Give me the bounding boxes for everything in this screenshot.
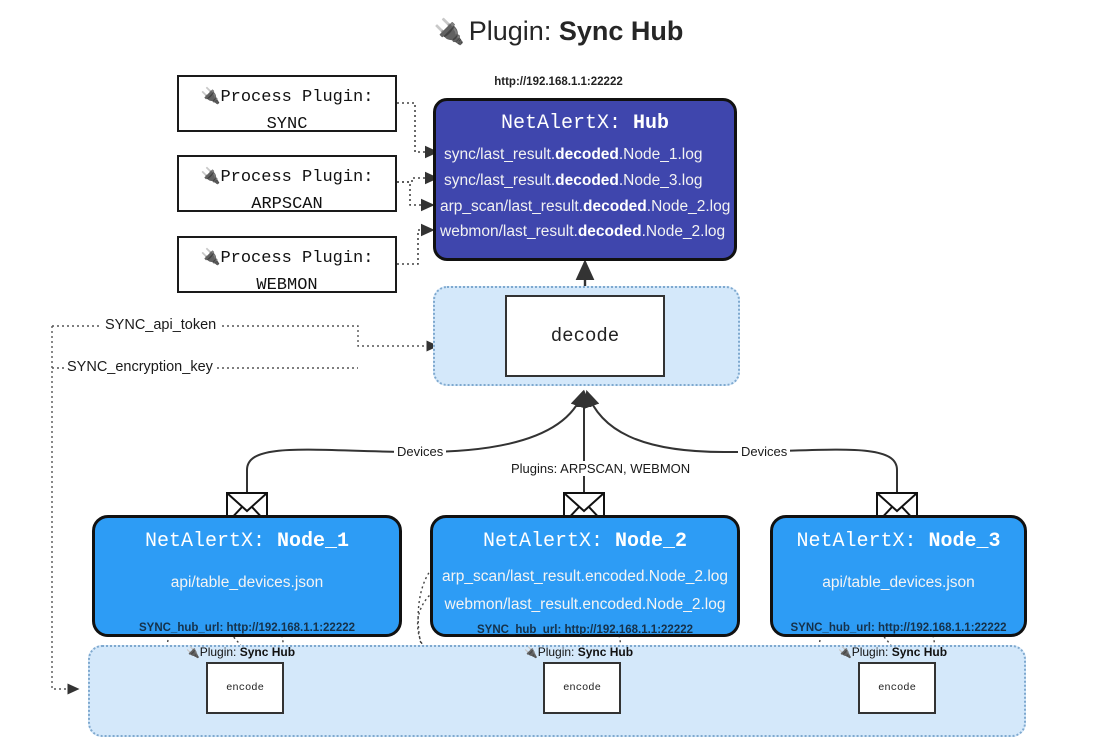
node-1-footer: SYNC_hub_url: http://192.168.1.1:22222: [138, 622, 356, 634]
encode-box-1[interactable]: encode: [206, 662, 284, 714]
page-title: 🔌Plugin: Sync Hub: [0, 16, 1117, 47]
node-2-footer: SYNC_hub_url: http://192.168.1.1:22222: [476, 624, 694, 636]
process-plugin-sync-line1: 🔌Process Plugin:: [200, 86, 374, 107]
label-plugins-center: Plugins: ARPSCAN, WEBMON: [508, 461, 694, 476]
hub-node[interactable]: NetAlertX: Hub sync/last_result.decoded.…: [433, 98, 737, 261]
page-title-name: Sync Hub: [558, 16, 684, 46]
plug-icon: 🔌: [200, 247, 221, 266]
decode-label: decode: [550, 325, 620, 347]
page-title-prefix: Plugin:: [468, 16, 559, 46]
label-sync-encryption-key: SYNC_encryption_key: [64, 359, 216, 375]
label-sync-api-token: SYNC_api_token: [102, 317, 220, 333]
label-devices-right: Devices: [738, 444, 791, 459]
process-plugin-sync[interactable]: 🔌Process Plugin: SYNC: [177, 75, 397, 134]
process-plugin-webmon-line2: WEBMON: [256, 276, 318, 295]
encode-label-1: encode: [226, 682, 264, 694]
hub-log-4: webmon/last_result.decoded.Node_2.log: [440, 223, 726, 240]
process-plugin-arpscan[interactable]: 🔌Process Plugin: ARPSCAN: [177, 155, 397, 214]
hub-url-label: http://192.168.1.1:22222: [494, 76, 623, 88]
node-box-2[interactable]: NetAlertX: Node_2 arp_scan/last_result.e…: [430, 515, 740, 637]
plug-icon: 🔌: [200, 86, 221, 105]
plug-icon: 🔌: [838, 647, 852, 659]
node-3-line-1: api/table_devices.json: [822, 574, 975, 591]
node-2-line-1: arp_scan/last_result.encoded.Node_2.log: [441, 568, 729, 585]
plug-icon: 🔌: [524, 647, 538, 659]
plug-icon: 🔌: [186, 647, 200, 659]
plug-icon: 🔌: [433, 18, 465, 46]
encode-label-3: encode: [878, 682, 916, 694]
hub-title: NetAlertX: Hub: [500, 112, 670, 135]
process-plugin-arpscan-line2: ARPSCAN: [251, 195, 323, 214]
node-1-line-1: api/table_devices.json: [170, 574, 324, 591]
process-plugin-sync-line2: SYNC: [266, 115, 308, 134]
node-box-1[interactable]: NetAlertX: Node_1 api/table_devices.json…: [92, 515, 402, 637]
process-plugin-arpscan-line1: 🔌Process Plugin:: [200, 166, 374, 187]
node-box-3[interactable]: NetAlertX: Node_3 api/table_devices.json…: [770, 515, 1027, 637]
label-devices-left: Devices: [394, 444, 447, 459]
hub-log-3: arp_scan/last_result.decoded.Node_2.log: [440, 198, 731, 215]
decode-box[interactable]: decode: [505, 295, 665, 377]
process-plugin-webmon-line1: 🔌Process Plugin:: [200, 247, 374, 268]
node-2-line-2: webmon/last_result.encoded.Node_2.log: [444, 596, 726, 613]
plug-icon: 🔌: [200, 166, 221, 185]
process-plugin-webmon[interactable]: 🔌Process Plugin: WEBMON: [177, 236, 397, 295]
hub-log-1: sync/last_result.decoded.Node_1.log: [444, 146, 703, 163]
encode-caption-1: 🔌Plugin: Sync Hub: [186, 645, 296, 659]
encode-caption-3: 🔌Plugin: Sync Hub: [838, 645, 948, 659]
encode-box-2[interactable]: encode: [543, 662, 621, 714]
node-3-title: NetAlertX: Node_3: [796, 530, 1001, 553]
encode-label-2: encode: [563, 682, 601, 694]
encode-caption-2: 🔌Plugin: Sync Hub: [524, 645, 634, 659]
node-2-title: NetAlertX: Node_2: [482, 530, 688, 553]
encode-box-3[interactable]: encode: [858, 662, 936, 714]
node-3-footer: SYNC_hub_url: http://192.168.1.1:22222: [790, 622, 1007, 634]
hub-log-2: sync/last_result.decoded.Node_3.log: [444, 172, 703, 189]
node-1-title: NetAlertX: Node_1: [144, 530, 350, 553]
